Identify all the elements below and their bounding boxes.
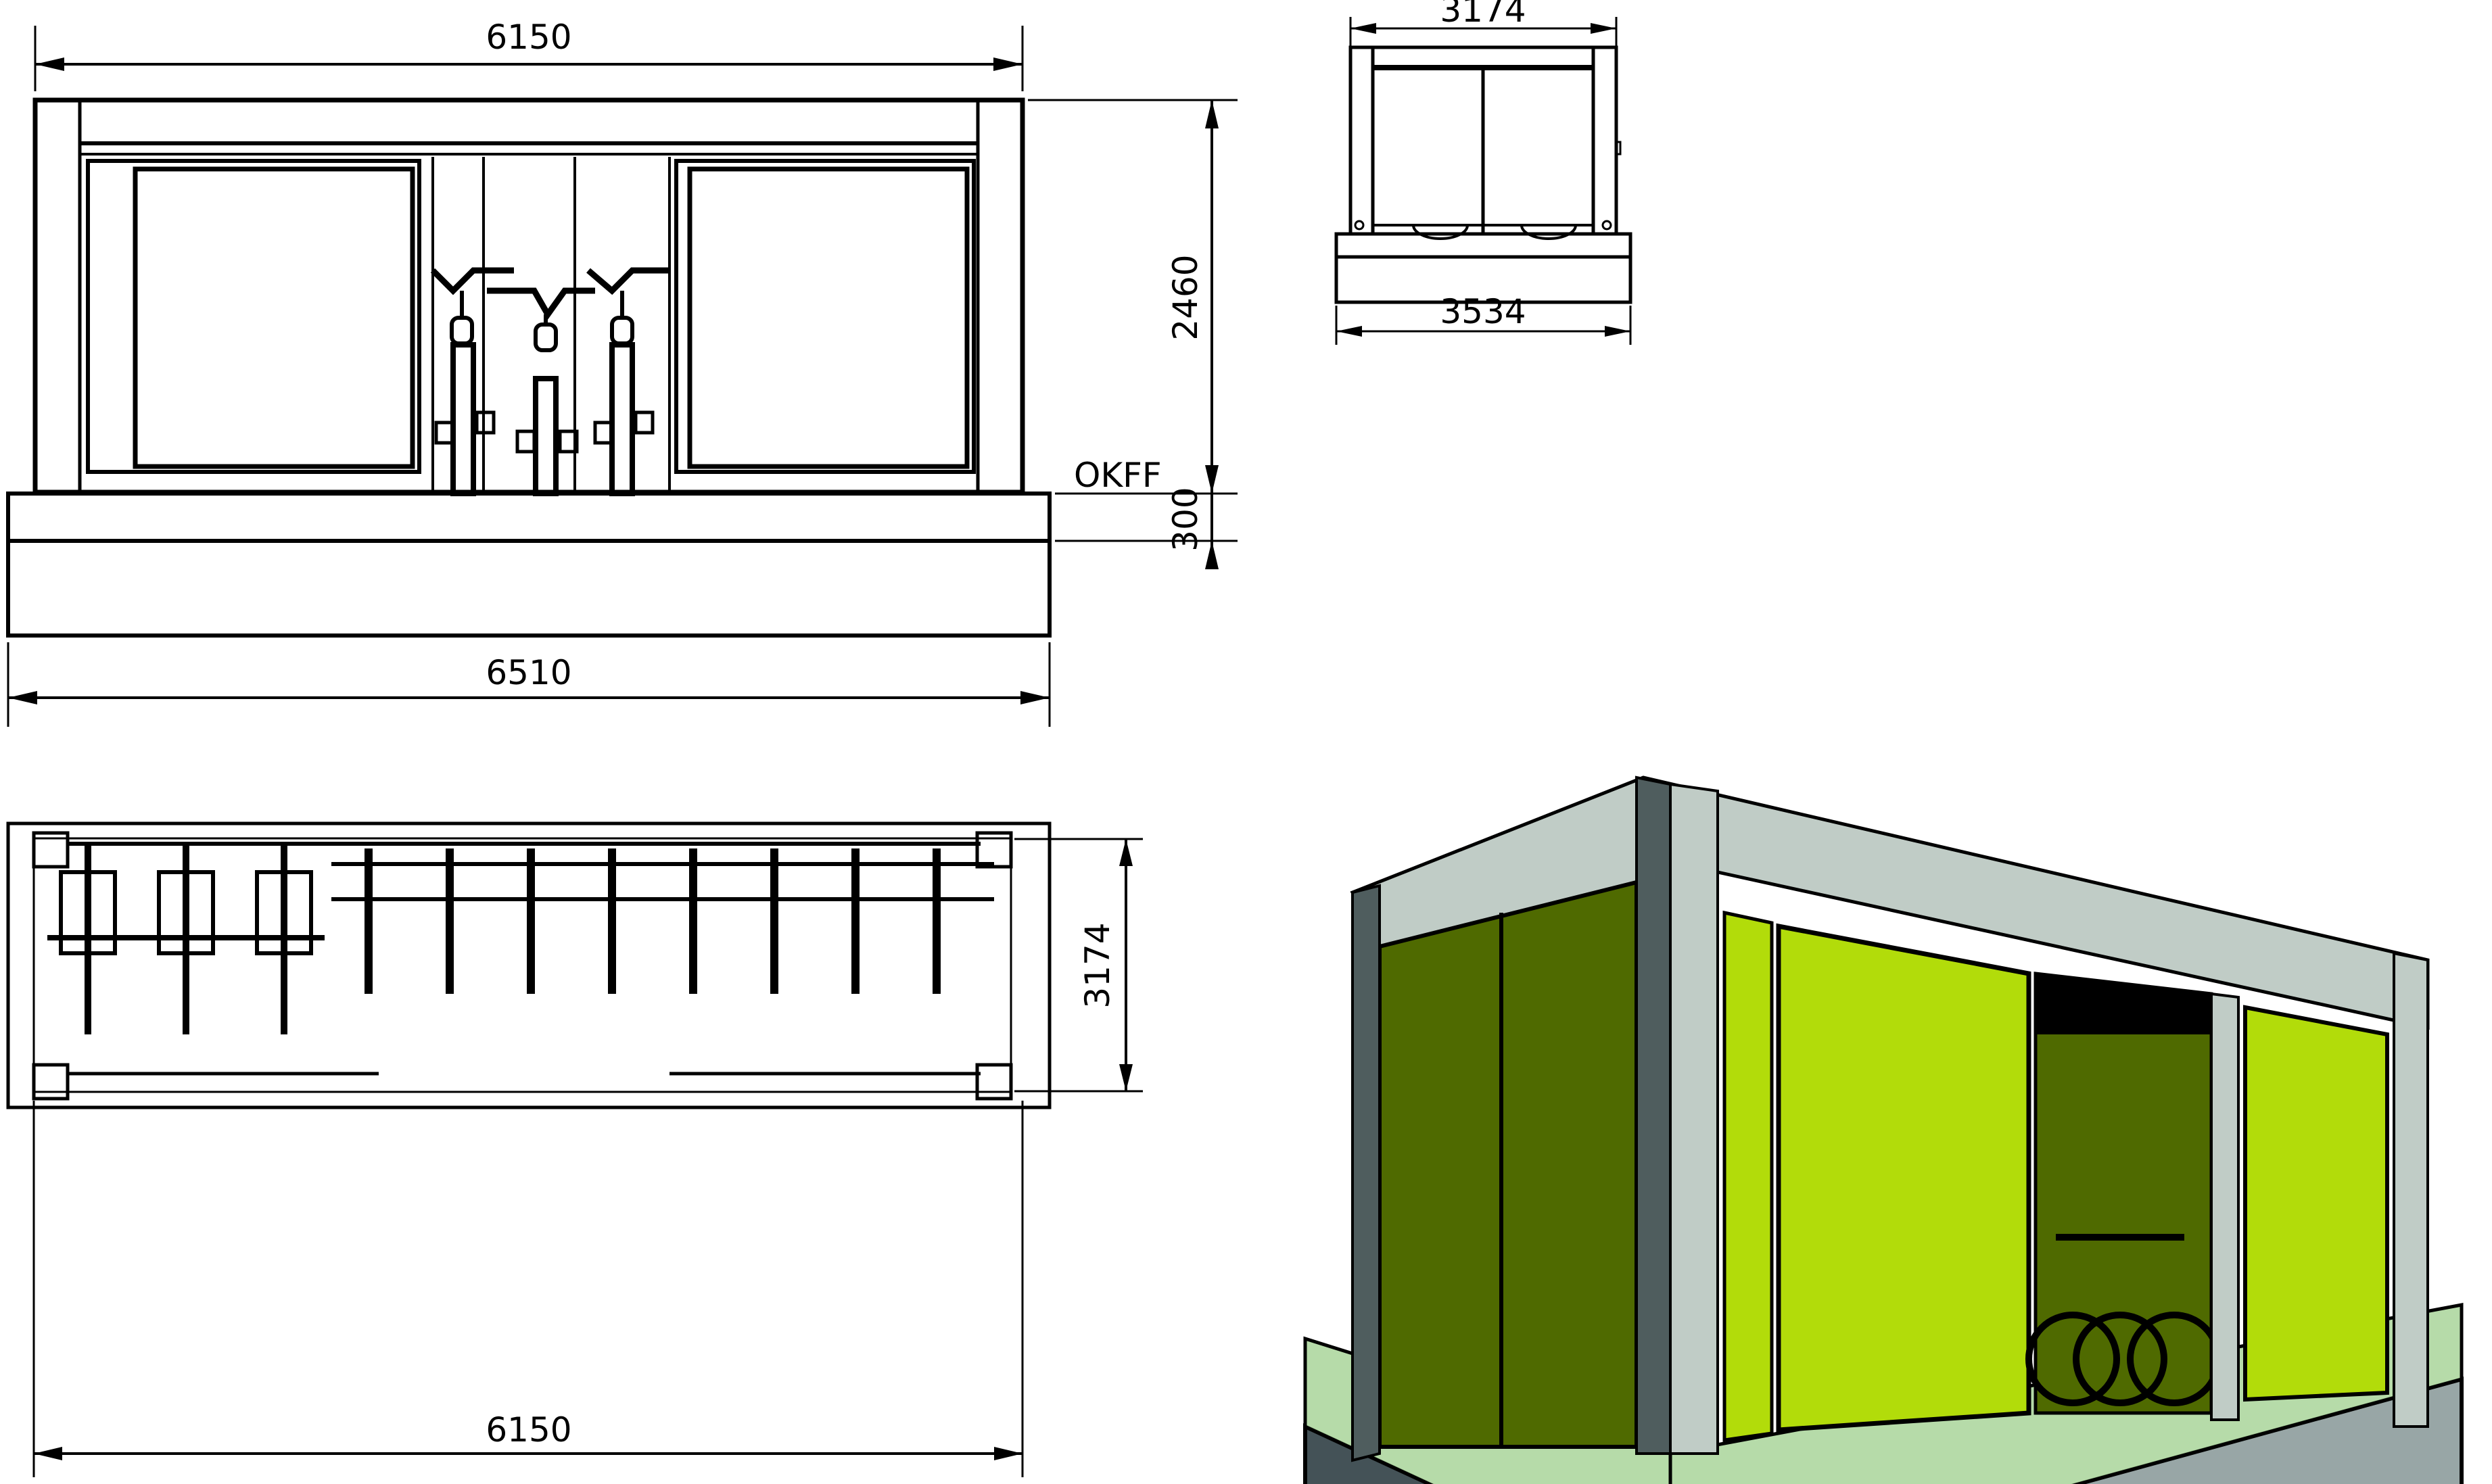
bike-icon	[487, 287, 595, 496]
bike-icon	[2025, 1234, 2221, 1406]
dim-plan-depth: 3174	[1078, 922, 1117, 1008]
isometric-render-drawing	[1303, 775, 2464, 1484]
rack-bikes	[365, 848, 941, 994]
dim-base-width: 6510	[486, 653, 571, 692]
dim-front-width: 6150	[486, 18, 571, 57]
dim-base-height: 300	[1166, 487, 1205, 551]
plan-view: 3174 6150	[0, 791, 1217, 1484]
dim-plan-width: 6150	[486, 1410, 571, 1450]
front-elevation: 6150	[0, 0, 1238, 744]
dim-front-height: 2460	[1166, 254, 1205, 340]
front-elevation-drawing: 6150	[6, 18, 1238, 727]
plan-view-drawing: 3174 6150	[6, 821, 1143, 1477]
dim-side-base-width: 3534	[1440, 292, 1526, 331]
isometric-render	[1285, 710, 2492, 1484]
dim-side-width: 3174	[1440, 0, 1526, 30]
side-elevation: 3174 3534	[1319, 0, 1995, 744]
side-elevation-drawing: 3174 3534	[1334, 0, 1632, 345]
floor-level-label: OKFF	[1074, 456, 1162, 495]
bike-icon	[586, 267, 669, 496]
bike-icon	[430, 267, 514, 496]
